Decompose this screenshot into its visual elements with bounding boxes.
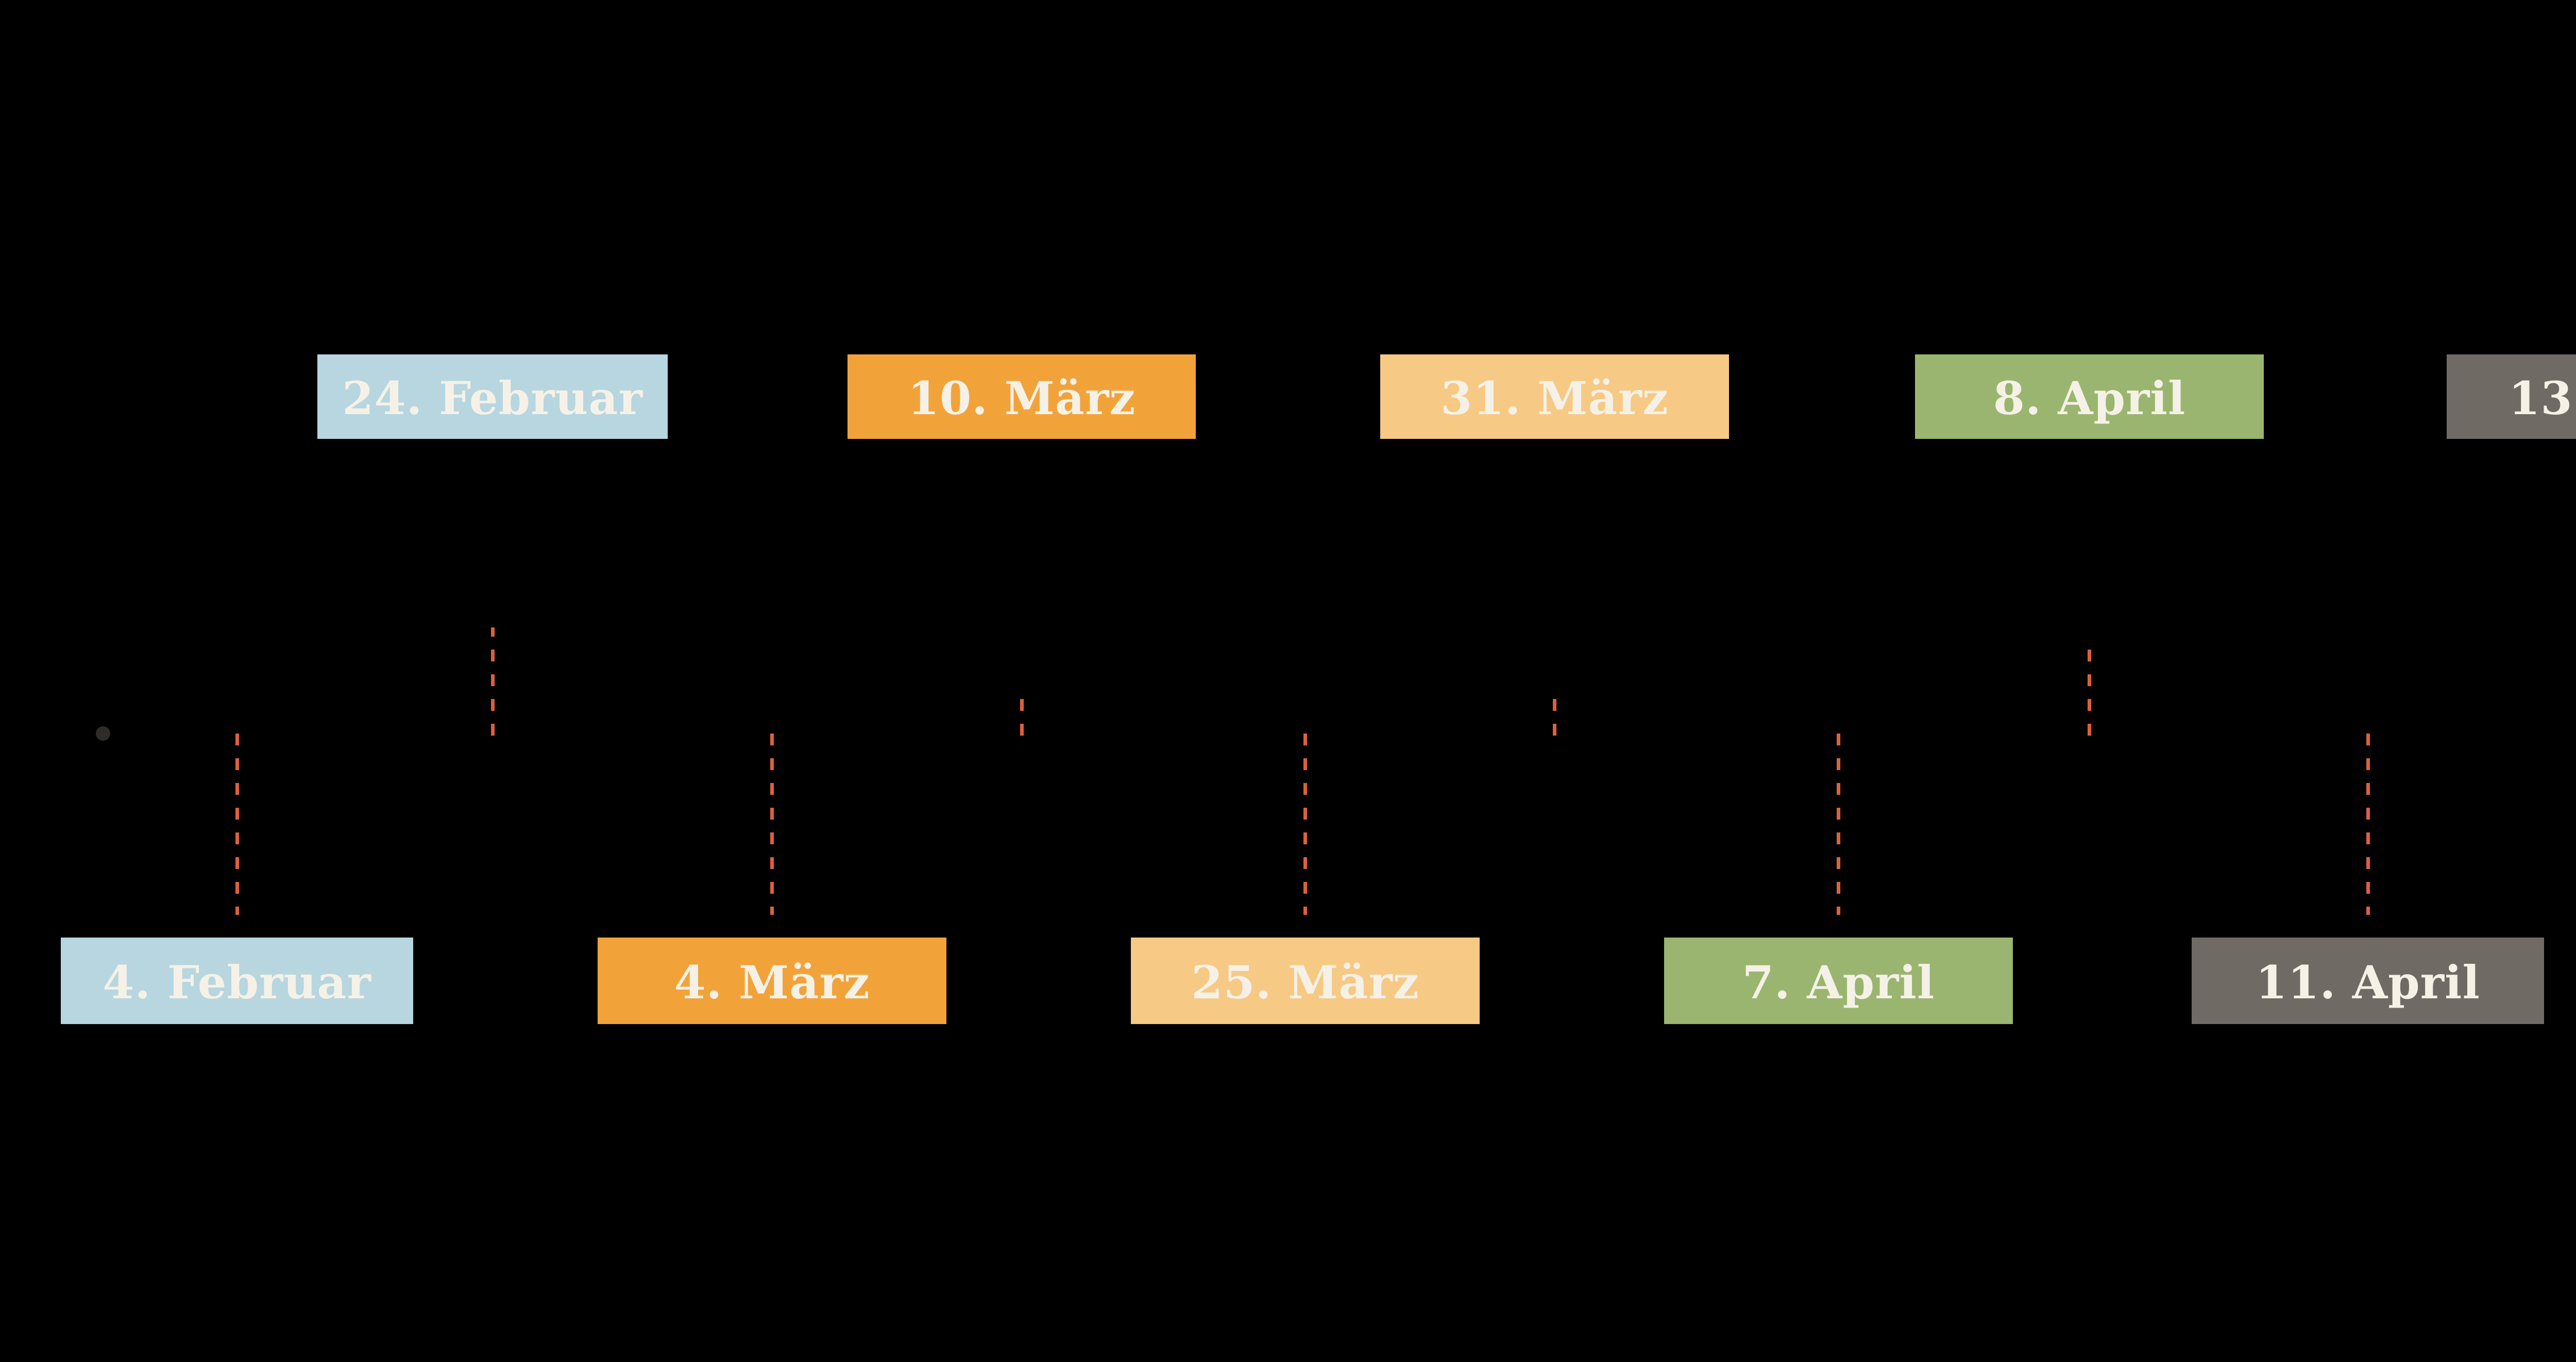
event-date-label: 24. Februar (342, 371, 643, 425)
event-date-label: 11. April (2256, 956, 2480, 1009)
timeline-endpoint-dot-left (96, 726, 110, 741)
event-date-label: 25. März (1191, 956, 1419, 1009)
connector-dashed-line (1553, 689, 1556, 736)
connector-dashed-line (1303, 734, 1307, 915)
connector-dashed-line (1020, 690, 1024, 736)
event-date-label: 4. März (674, 956, 870, 1009)
event-date-label: 10. März (907, 371, 1136, 425)
event-box-events_top-4: 13. April (2447, 354, 2576, 439)
event-date-label: 8. April (1993, 371, 2186, 425)
connector-dashed-line (491, 627, 495, 736)
connector-dashed-line (235, 734, 239, 915)
event-box-events_bottom-0: 4. Februar (61, 938, 413, 1024)
event-box-events_bottom-4: 11. April (2192, 938, 2544, 1024)
event-box-events_top-1: 10. März (848, 354, 1196, 439)
connector-dashed-line (770, 734, 774, 915)
event-box-events_top-0: 24. Februar (317, 354, 668, 439)
event-box-events_bottom-3: 7. April (1664, 938, 2013, 1024)
connector-dashed-line (1837, 734, 1840, 915)
event-date-label: 7. April (1742, 956, 1935, 1009)
event-box-events_bottom-2: 25. März (1131, 938, 1480, 1024)
event-box-events_bottom-1: 4. März (598, 938, 946, 1024)
event-box-events_top-3: 8. April (1915, 354, 2264, 439)
event-date-label: 13. April (2509, 371, 2576, 425)
connector-dashed-line (2366, 734, 2370, 915)
event-date-label: 31. März (1440, 371, 1669, 425)
event-date-label: 4. Februar (103, 956, 371, 1009)
event-box-events_top-2: 31. März (1380, 354, 1729, 439)
connector-dashed-line (2088, 649, 2091, 736)
